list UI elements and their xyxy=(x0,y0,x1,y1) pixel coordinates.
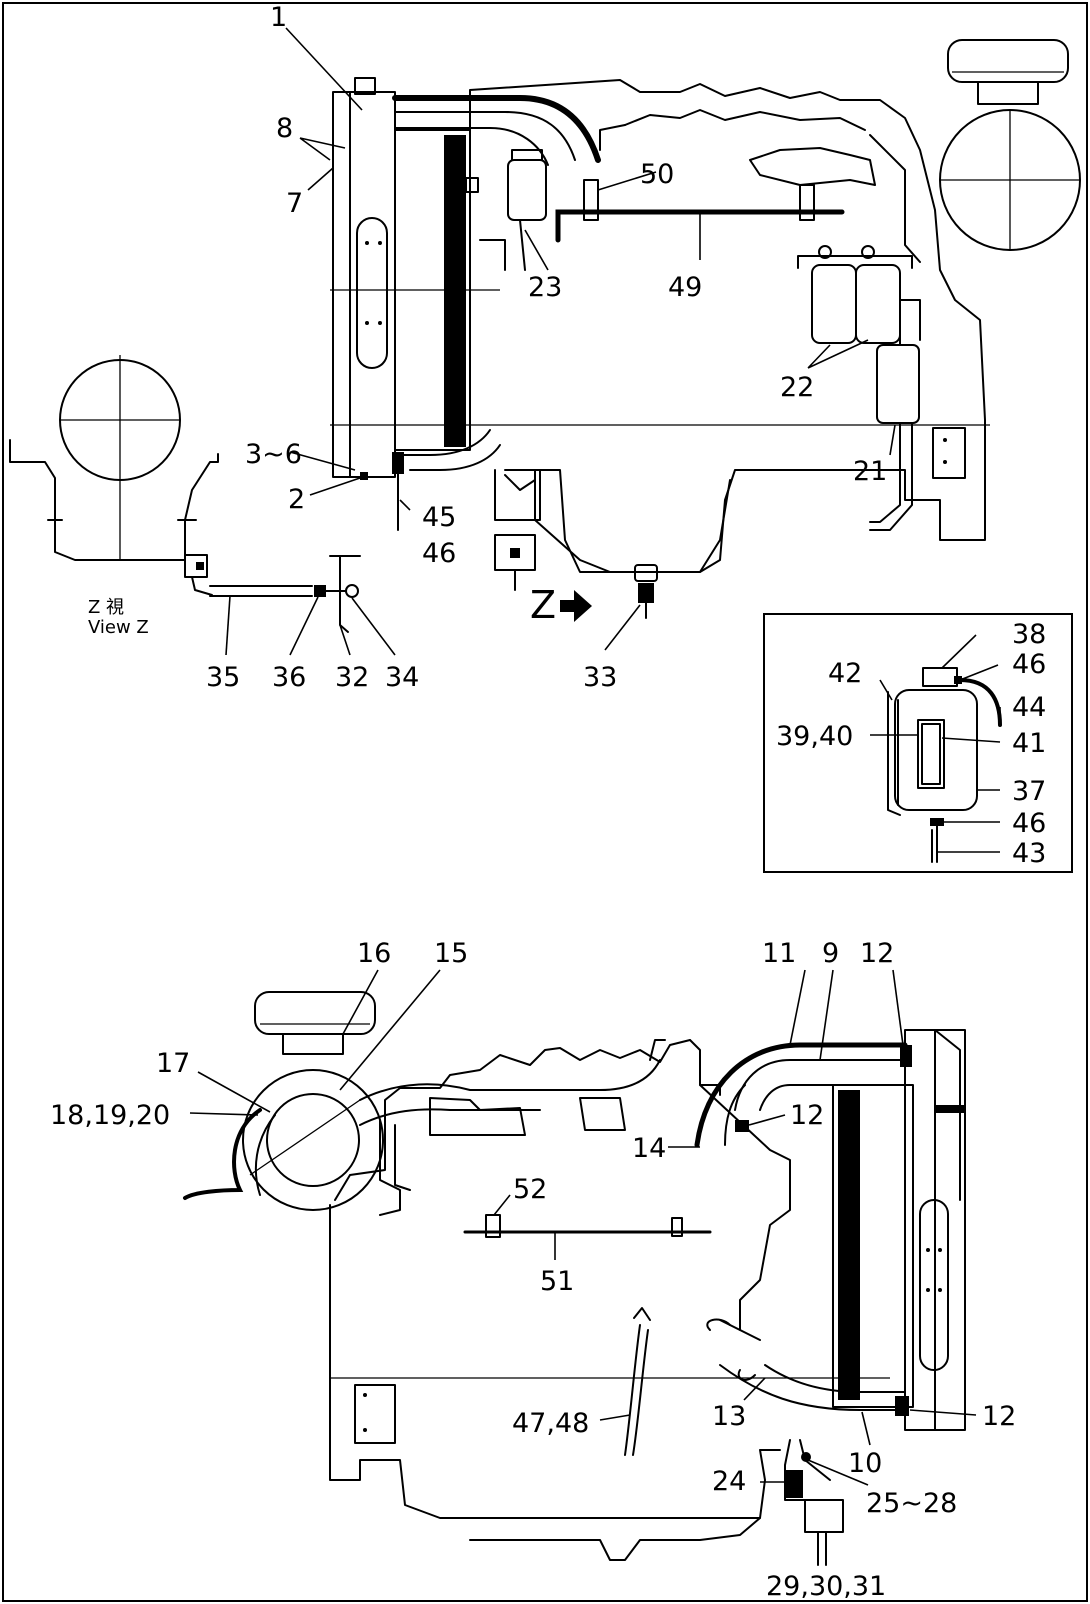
callout-50: 50 xyxy=(640,159,674,190)
top-air-cleaner xyxy=(939,39,1081,251)
callout-32: 32 xyxy=(335,662,369,693)
callout-24: 24 xyxy=(712,1466,746,1497)
callout-45: 45 xyxy=(422,502,456,533)
callout-16: 16 xyxy=(357,938,391,969)
callout-21: 21 xyxy=(853,456,887,487)
leader-lines xyxy=(189,27,1001,1486)
top-filter-23 xyxy=(465,149,547,271)
bottom-radiator xyxy=(694,1029,966,1431)
bottom-hose-47-48 xyxy=(624,1307,651,1456)
callout-35: 35 xyxy=(206,662,240,693)
callout-9: 9 xyxy=(822,938,839,969)
callout-43: 43 xyxy=(1012,838,1046,869)
top-filters-22 xyxy=(797,245,921,344)
callout-41: 41 xyxy=(1012,728,1046,759)
callout-7: 7 xyxy=(286,188,303,219)
top-engine-assembly xyxy=(330,79,990,573)
callout-12-middle: 12 xyxy=(790,1100,824,1131)
callout-10: 10 xyxy=(848,1448,882,1479)
callout-29-30-31: 29,30,31 xyxy=(766,1571,886,1602)
top-filter-21 xyxy=(869,299,920,531)
callout-15: 15 xyxy=(434,938,468,969)
svg-text:Z 視: Z 視 xyxy=(88,597,124,618)
callout-38: 38 xyxy=(1012,619,1046,650)
top-radiator xyxy=(332,77,601,531)
callout-42: 42 xyxy=(828,658,862,689)
callout-23: 23 xyxy=(528,272,562,303)
top-tube-49 xyxy=(555,179,845,243)
callout-22: 22 xyxy=(780,372,814,403)
svg-text:View Z: View Z xyxy=(88,617,149,638)
part-33-fitting xyxy=(634,564,658,619)
bottom-tube-51 xyxy=(463,1214,712,1238)
callout-46-inset-top: 46 xyxy=(1012,649,1046,680)
view-z-detail: Z 視 View Z xyxy=(9,355,361,638)
callout-3-6: 3~6 xyxy=(245,439,302,470)
callout-49: 49 xyxy=(668,272,702,303)
view-z-arrow: Z xyxy=(530,583,592,627)
callout-14: 14 xyxy=(632,1133,666,1164)
inset-reserve-tank xyxy=(763,613,1073,873)
callout-18-19-20: 18,19,20 xyxy=(50,1100,170,1131)
callout-51: 51 xyxy=(540,1266,574,1297)
callout-36: 36 xyxy=(272,662,306,693)
callout-1: 1 xyxy=(270,2,287,33)
callout-2: 2 xyxy=(288,484,305,515)
callout-46-inset-bottom: 46 xyxy=(1012,808,1046,839)
callout-17: 17 xyxy=(156,1048,190,1079)
callout-47-48: 47,48 xyxy=(512,1408,589,1439)
callout-46-top: 46 xyxy=(422,538,456,569)
bottom-bracket-24-31 xyxy=(784,1439,844,1566)
callout-labels: 1 8 7 50 23 49 22 21 3~6 2 45 46 35 36 3… xyxy=(50,2,1046,1602)
callout-12-top: 12 xyxy=(860,938,894,969)
svg-text:Z: Z xyxy=(530,583,556,627)
callout-8: 8 xyxy=(276,113,293,144)
callout-37: 37 xyxy=(1012,776,1046,807)
callout-33: 33 xyxy=(583,662,617,693)
callout-13: 13 xyxy=(712,1401,746,1432)
top-lower-bracket xyxy=(494,469,541,591)
callout-44: 44 xyxy=(1012,692,1046,723)
bottom-air-cleaner xyxy=(183,991,661,1211)
inset-frame xyxy=(763,613,1073,873)
top-engine-mount xyxy=(932,427,966,479)
callout-34: 34 xyxy=(385,662,419,693)
callout-39-40: 39,40 xyxy=(776,721,853,752)
callout-12-bottom: 12 xyxy=(982,1401,1016,1432)
callout-52: 52 xyxy=(513,1174,547,1205)
callout-11: 11 xyxy=(762,938,796,969)
callout-25-28: 25~28 xyxy=(866,1488,957,1519)
